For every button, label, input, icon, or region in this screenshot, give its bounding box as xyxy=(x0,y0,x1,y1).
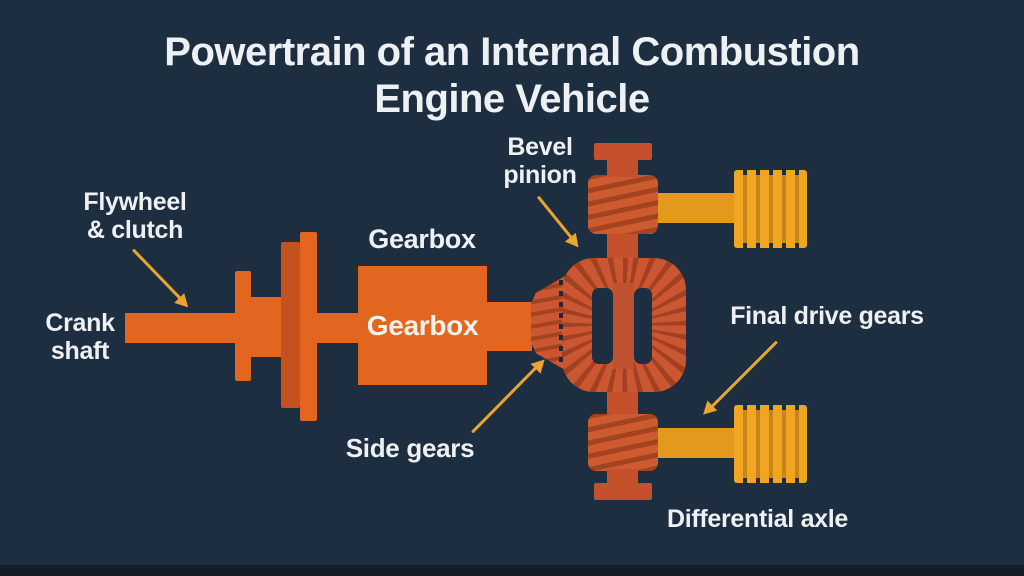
clutch-shaft-segment xyxy=(250,297,281,357)
crankshaft-label-line-1: Crank xyxy=(45,309,115,337)
gearbox-caption: Gearbox xyxy=(368,224,476,254)
flywheel-label-line-1: Flywheel xyxy=(83,188,187,216)
axle-shaft-upper xyxy=(651,193,737,223)
bevel-pinion-gear-upper xyxy=(588,175,658,234)
flywheel-disc-dark xyxy=(281,242,300,408)
bevel-pinion-gear-lower xyxy=(588,414,658,471)
flywheel-clutch-label: Flywheel & clutch xyxy=(50,188,220,244)
pinion-flange-lower xyxy=(594,483,652,500)
clutch-disc-small xyxy=(235,271,251,381)
pinion-stem-lower xyxy=(607,469,638,485)
pinion-stem-upper xyxy=(607,158,638,177)
diagram-title: Powertrain of an Internal Combustion Eng… xyxy=(0,29,1024,123)
flywheel-disc-bright xyxy=(300,232,317,421)
hub-ribs-lower xyxy=(734,405,807,483)
axle-shaft-lower xyxy=(651,428,737,458)
gearbox-output-shaft xyxy=(487,302,532,351)
flywheel-arrow xyxy=(131,248,183,301)
crankshaft-label-line-2: shaft xyxy=(50,337,110,365)
pinion-flange-upper xyxy=(594,143,652,160)
differential-slot-right xyxy=(634,288,652,364)
bevel-pinion-label-line-1: Bevel xyxy=(507,133,573,161)
title-line-1: Powertrain of an Internal Combustion xyxy=(164,29,860,74)
final-drive-arrow xyxy=(710,340,779,409)
side-gears-label: Side gears xyxy=(345,433,475,463)
letterbox-strip xyxy=(0,565,1024,576)
differential-axle-label: Differential axle xyxy=(666,505,849,533)
bevel-pinion-label: Bevel pinion xyxy=(478,133,602,189)
differential-spider-bar xyxy=(613,283,634,369)
gearbox-box-label: Gearbox xyxy=(366,309,479,341)
title-line-2: Engine Vehicle xyxy=(374,76,650,121)
crankshaft-label: Crank shaft xyxy=(25,309,135,365)
differential-slot-left xyxy=(592,288,613,364)
gear-mesh-dashes xyxy=(559,280,563,368)
final-drive-gears-label: Final drive gears xyxy=(730,302,924,330)
gearbox-box: Gearbox xyxy=(358,266,487,385)
bevel-pinion-label-line-2: pinion xyxy=(503,161,577,189)
pinion-shaft-lower xyxy=(607,390,638,418)
flywheel-label-line-2: & clutch xyxy=(86,216,184,244)
final-drive-hub-upper xyxy=(734,170,807,248)
hub-ribs-upper xyxy=(734,170,807,248)
final-drive-hub-lower xyxy=(734,405,807,483)
bevel-pinion-arrow xyxy=(536,195,574,240)
